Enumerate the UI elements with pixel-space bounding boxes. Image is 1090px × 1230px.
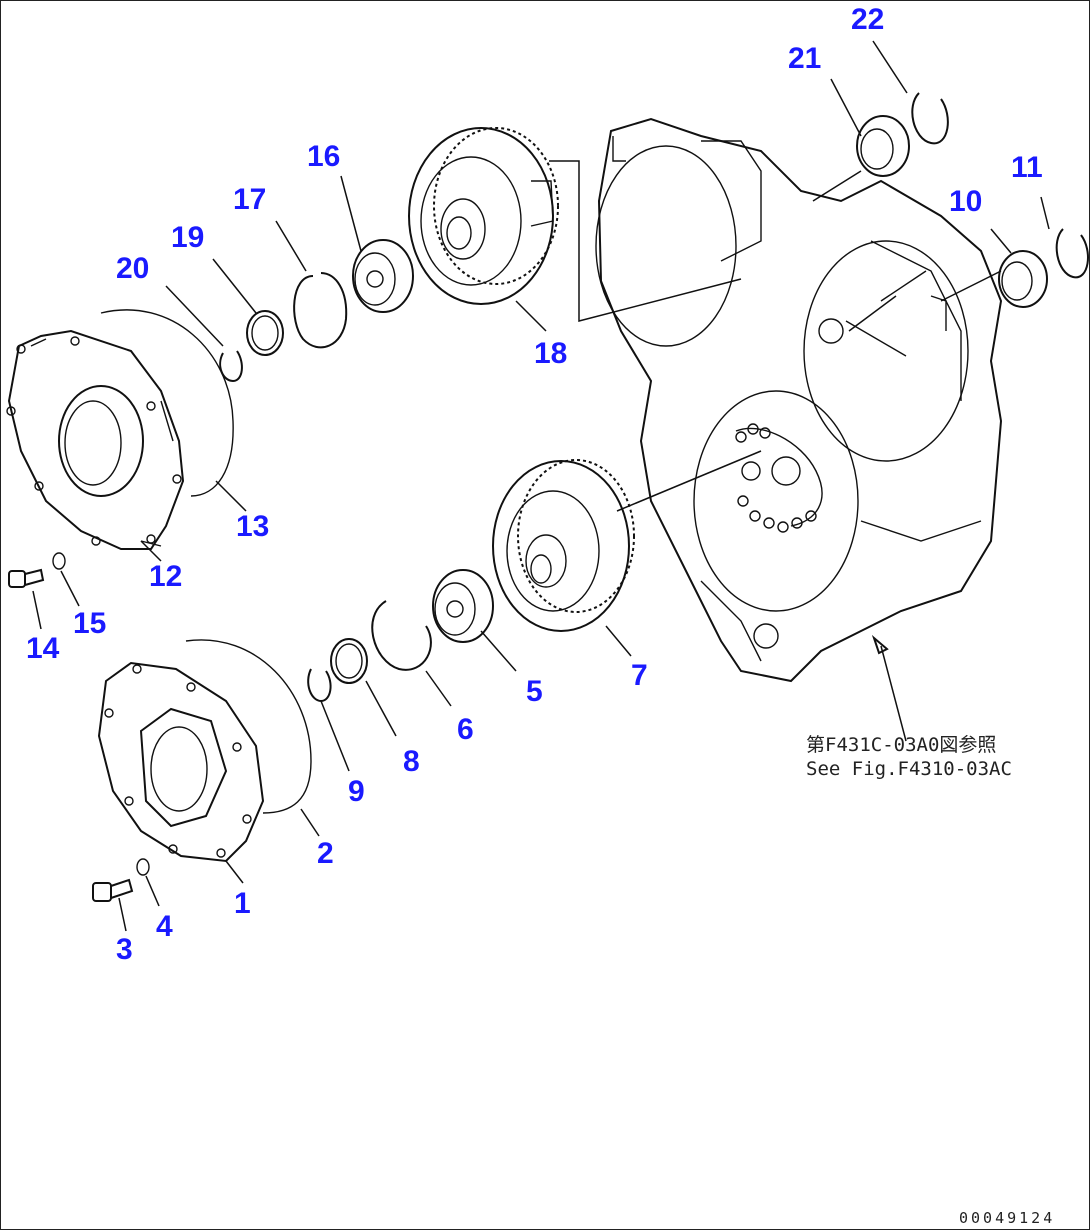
part-label: 4 — [156, 910, 173, 943]
snap-ring-part-17 — [293, 272, 348, 349]
bearing-part-10 — [998, 250, 1048, 308]
leader-lines — [32, 40, 1050, 932]
part-label: 18 — [534, 337, 567, 370]
drawing-code: 00049124 — [959, 1209, 1055, 1227]
part-label: 8 — [403, 745, 420, 778]
bolt-part-14 — [8, 568, 45, 588]
gasket-part-2 — [185, 639, 312, 814]
bolt-part-3 — [92, 878, 134, 902]
part-label: 20 — [116, 252, 149, 285]
washer-part-15 — [52, 552, 66, 570]
cover-part-1 — [97, 661, 265, 863]
gear-part-7 — [492, 459, 635, 632]
snap-ring-part-6 — [371, 600, 432, 671]
part-label: 10 — [949, 185, 982, 218]
part-label: 11 — [1011, 151, 1043, 184]
part-label: 9 — [348, 775, 365, 808]
part-label: 2 — [317, 837, 334, 870]
part-label: 22 — [851, 3, 884, 36]
part-label: 3 — [116, 933, 133, 966]
gear-part-18 — [408, 127, 559, 305]
part-label: 1 — [234, 887, 251, 920]
gasket-part-13 — [100, 309, 234, 497]
snap-ring-part-22 — [911, 92, 949, 145]
part-label: 17 — [233, 183, 266, 216]
part-labels: 1 2 3 4 5 6 7 8 9 10 11 12 13 14 15 16 1… — [26, 3, 1043, 966]
bearing-part-5 — [432, 569, 494, 643]
part-label: 13 — [236, 510, 269, 543]
part-label: 21 — [788, 42, 821, 75]
reference-note-jp: 第F431C-03A0図参照 — [806, 734, 996, 756]
part-label: 6 — [457, 713, 474, 746]
part-label: 14 — [26, 632, 60, 665]
part-label: 5 — [526, 675, 543, 708]
part-label: 16 — [307, 140, 340, 173]
part-label: 15 — [73, 607, 106, 640]
shim-part-19 — [246, 310, 284, 356]
part-label: 19 — [171, 221, 204, 254]
part-label: 12 — [149, 560, 182, 593]
cover-part-12 — [6, 329, 185, 550]
bearing-part-16 — [352, 239, 414, 313]
snap-ring-part-20 — [219, 350, 243, 383]
transmission-case — [595, 117, 1003, 683]
snap-ring-part-9 — [307, 668, 332, 703]
bearing-part-21 — [856, 115, 910, 177]
snap-ring-part-11 — [1055, 228, 1089, 279]
washer-part-4 — [136, 858, 150, 876]
reference-note-en: See Fig.F4310-03AC — [806, 758, 1012, 780]
shim-part-8 — [330, 638, 368, 684]
part-label: 7 — [631, 659, 648, 692]
